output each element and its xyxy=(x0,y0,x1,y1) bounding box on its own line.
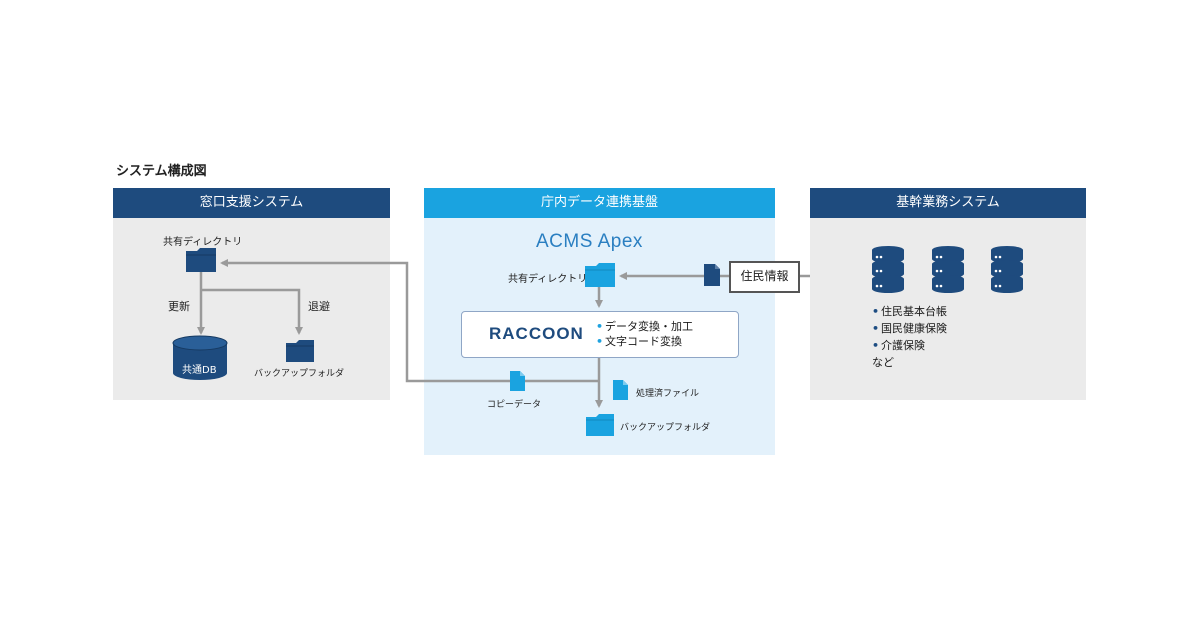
acms-apex-logo: ACMS Apex xyxy=(536,231,643,253)
processed-file-label: 処理済ファイル xyxy=(636,389,700,399)
feature-item: •文字コード変換 xyxy=(596,335,683,348)
copy-data-file-icon xyxy=(510,371,525,391)
server-icon xyxy=(872,246,904,293)
left-backup-label: バックアップフォルダ xyxy=(254,369,345,379)
list-item: •住民基本台帳 xyxy=(872,305,948,318)
list-item-etc: など xyxy=(872,356,894,369)
copy-data-label: コピーデータ xyxy=(487,400,542,410)
left-panel-header: 窓口支援システム xyxy=(113,188,390,218)
incoming-file-icon xyxy=(704,264,720,286)
list-item: •国民健康保険 xyxy=(872,322,948,335)
center-shared-dir-label: 共有ディレクトリ xyxy=(508,274,588,285)
center-backup-folder-icon xyxy=(586,414,614,436)
center-panel-header: 庁内データ連携基盤 xyxy=(424,188,775,218)
core-systems-list: •住民基本台帳 •国民健康保険 •介護保険 など xyxy=(872,303,947,371)
common-db-icon xyxy=(172,335,228,380)
evacuate-label: 退避 xyxy=(308,300,330,313)
raccoon-text: RACCOON xyxy=(489,324,584,343)
raccoon-box: RACCOON •データ変換・加工 •文字コード変換 xyxy=(461,311,739,358)
raccoon-features: •データ変換・加工 •文字コード変換 xyxy=(596,319,693,349)
acms-apex-text: ACMS Apex xyxy=(536,231,643,252)
server-icon xyxy=(932,246,964,293)
raccoon-logo: RACCOON xyxy=(489,324,584,344)
left-folder-icon xyxy=(186,248,216,272)
center-folder-icon xyxy=(585,263,615,287)
right-panel: 基幹業務システム xyxy=(810,188,1086,400)
resident-info-box: 住民情報 xyxy=(729,261,800,293)
update-label: 更新 xyxy=(168,300,190,313)
server-icon xyxy=(991,246,1023,293)
left-backup-folder-icon xyxy=(286,340,314,362)
copy-data-arrow xyxy=(220,259,599,383)
list-item: •介護保険 xyxy=(872,339,926,352)
processed-file-icon xyxy=(613,380,628,400)
left-shared-dir-label: 共有ディレクトリ xyxy=(163,237,243,248)
right-panel-header: 基幹業務システム xyxy=(810,188,1086,218)
center-backup-label: バックアップフォルダ xyxy=(620,423,711,433)
diagram-title: システム構成図 xyxy=(116,164,207,179)
left-panel: 窓口支援システム xyxy=(113,188,390,400)
evacuate-arrow xyxy=(201,288,303,335)
common-db-label: 共通DB xyxy=(182,365,217,376)
feature-item: •データ変換・加工 xyxy=(596,320,694,333)
